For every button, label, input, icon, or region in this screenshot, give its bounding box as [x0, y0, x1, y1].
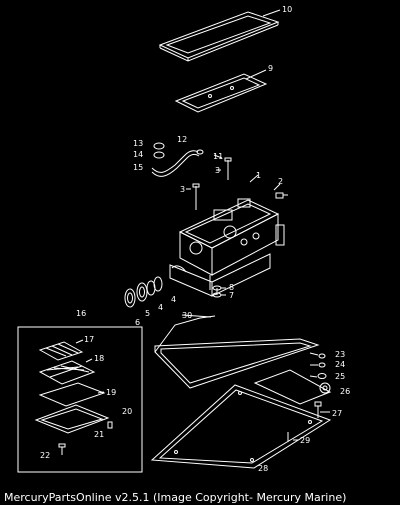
label-16: 16 [76, 309, 86, 318]
leader-lines [75, 9, 330, 441]
part-23-25-washers [317, 353, 327, 379]
label-21: 21 [94, 430, 104, 439]
label-24: 24 [335, 360, 345, 369]
part-9-cover-plate [174, 73, 268, 113]
label-27: 27 [332, 409, 342, 418]
label-3: 3 [180, 185, 185, 194]
label-28: 28 [258, 464, 268, 473]
label-2: 2 [278, 177, 283, 186]
part-2-plug [275, 192, 288, 199]
label-18: 18 [94, 354, 104, 363]
label-30: 30 [182, 311, 192, 320]
label-5: 5 [145, 309, 150, 318]
part-12-15-hose-assembly [151, 142, 204, 177]
part-28-base-plate [150, 384, 332, 469]
label-12: 12 [177, 135, 187, 144]
label-8: 8 [229, 283, 234, 292]
label-25: 25 [335, 372, 345, 381]
part-1-housing [169, 198, 285, 297]
label-26: 26 [340, 387, 350, 396]
label-20: 20 [122, 407, 132, 416]
copyright-caption: MercuryPartsOnline v2.5.1 (Image Copyrig… [4, 491, 347, 504]
part-26-small-plate [253, 369, 332, 405]
part-30-gasket-strip [154, 315, 320, 389]
label-4: 4 [171, 295, 176, 304]
label-29: 29 [300, 436, 310, 445]
label-23: 23 [335, 350, 345, 359]
inset-box-16 [17, 326, 143, 473]
label-1: 1 [256, 171, 261, 180]
label-6: 6 [135, 318, 140, 327]
part-3-bolt [192, 183, 200, 210]
label-11: 11 [213, 152, 223, 161]
label-17: 17 [84, 335, 94, 344]
label-14: 14 [133, 150, 143, 159]
part-4-5-6-seal-rings [124, 276, 163, 308]
part-27-bolt [314, 401, 322, 418]
part-labels: 1 2 3 3 4 4 5 6 7 8 9 10 11 12 13 14 15 … [40, 5, 350, 473]
label-10: 10 [282, 5, 292, 14]
label-19: 19 [106, 388, 116, 397]
exploded-parts-diagram: 1 2 3 3 4 4 5 6 7 8 9 10 11 12 13 14 15 … [17, 5, 350, 473]
label-13: 13 [133, 139, 143, 148]
part-10-gasket-frame [158, 11, 280, 62]
label-4b: 4 [158, 303, 163, 312]
label-9: 9 [268, 64, 273, 73]
label-7: 7 [229, 291, 234, 300]
label-3b: 3 [215, 166, 220, 175]
label-15: 15 [133, 163, 143, 172]
part-11-bolt [224, 157, 232, 180]
label-22: 22 [40, 451, 50, 460]
